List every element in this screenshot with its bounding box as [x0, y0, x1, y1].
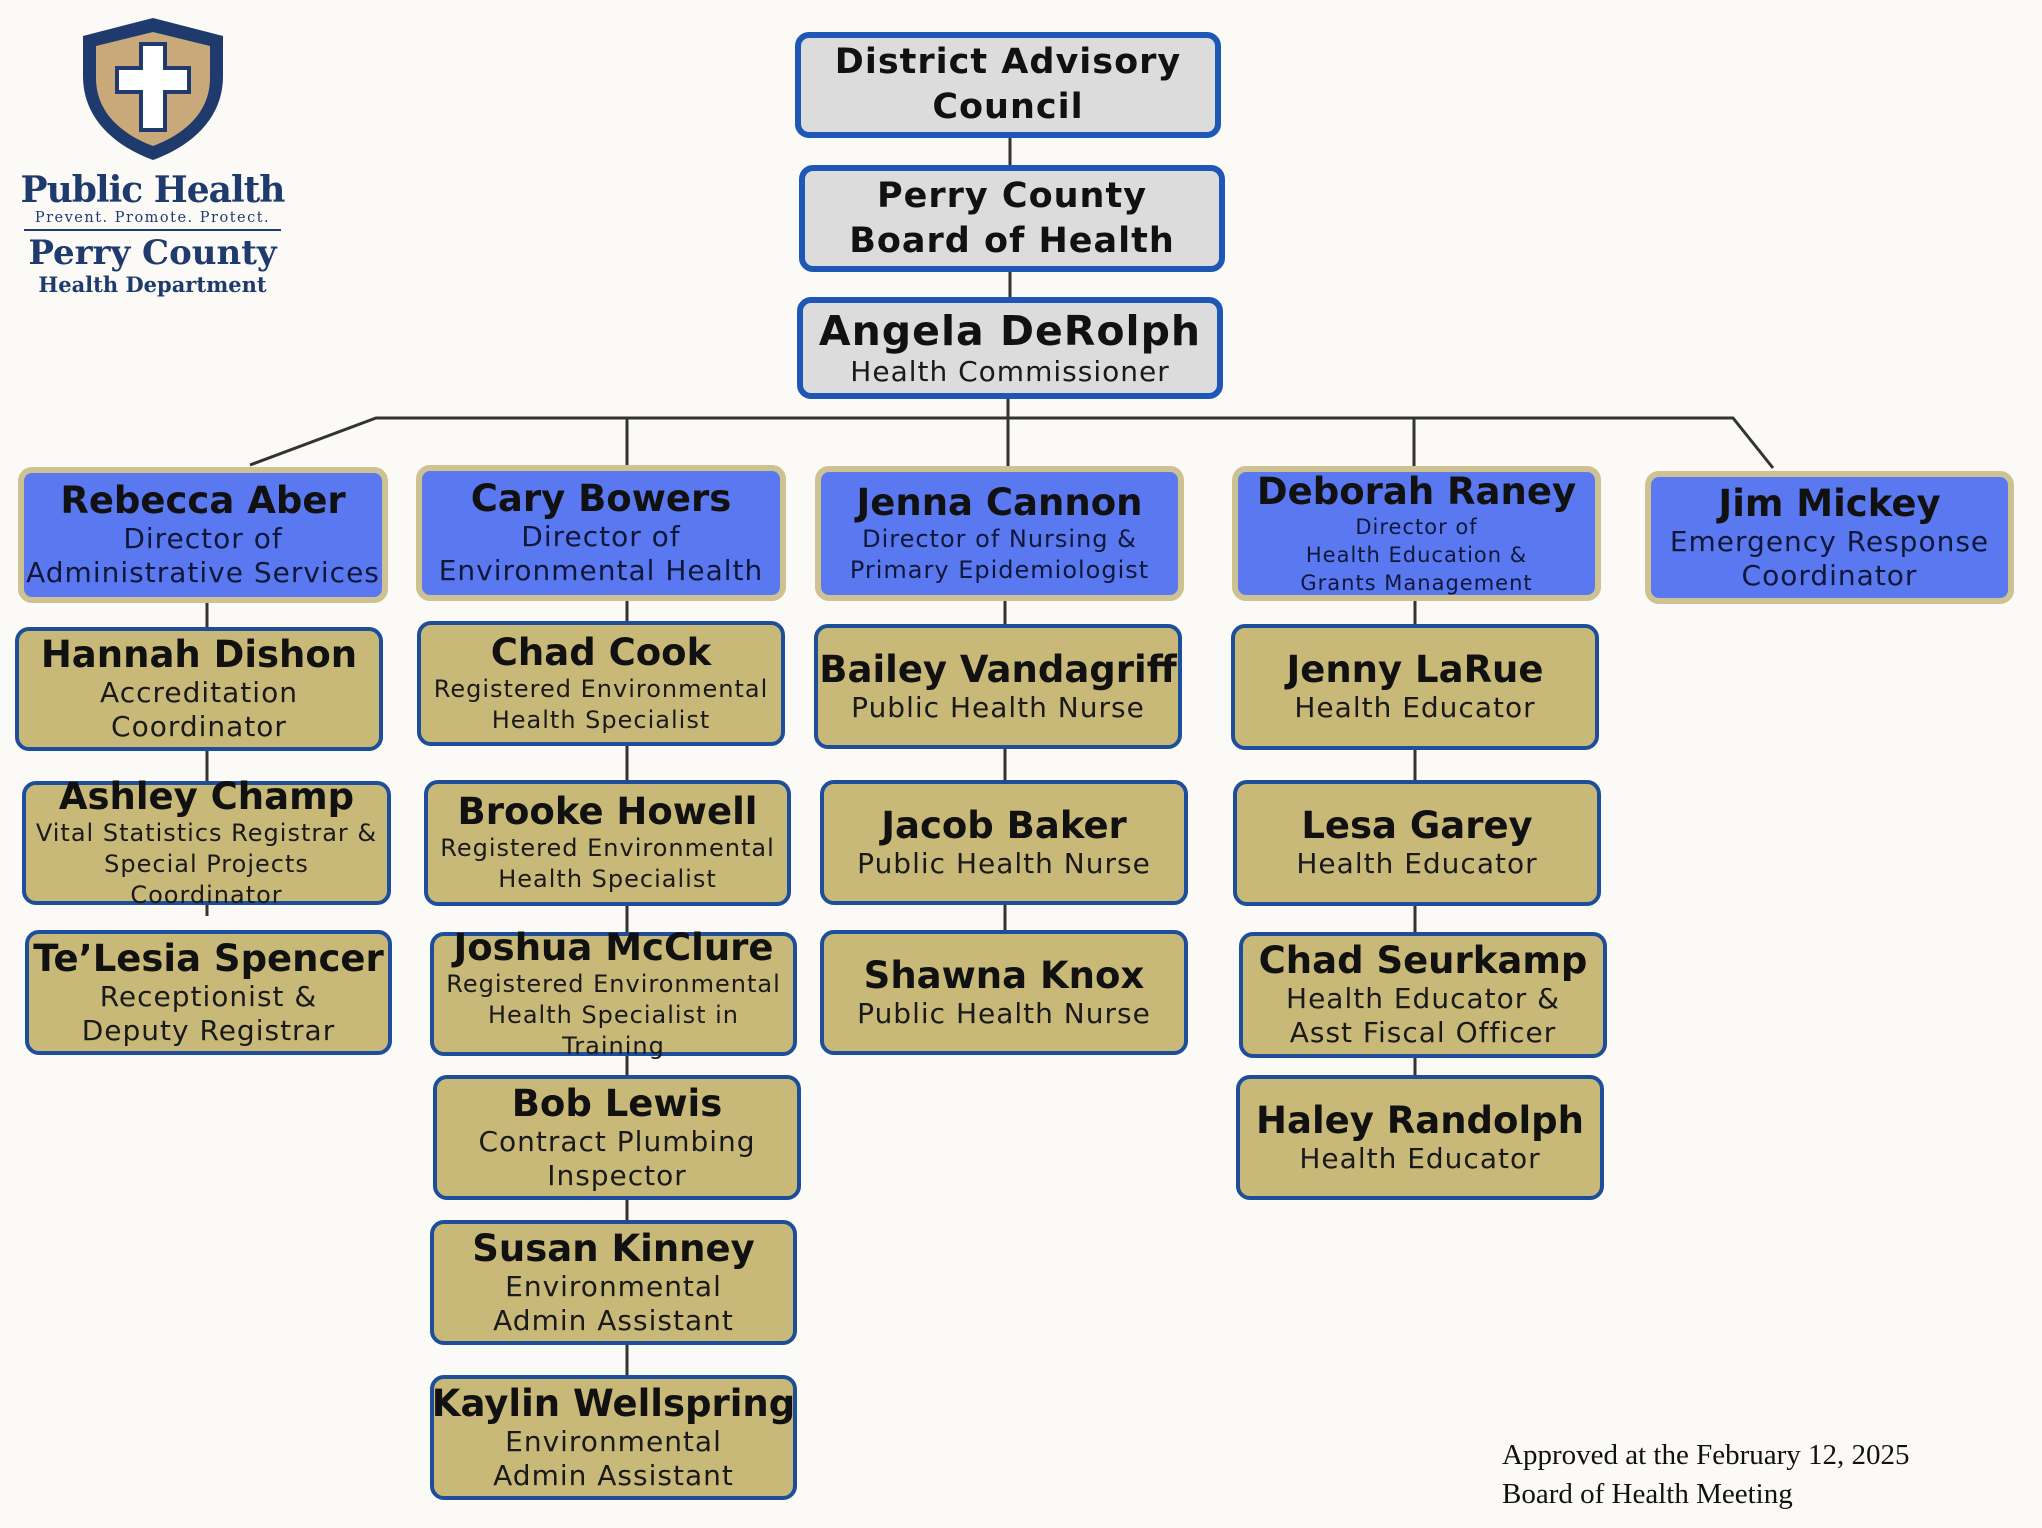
logo-department: Health Department [38, 272, 267, 297]
staff-box: Ashley Champ Vital Statistics Registrar … [22, 775, 391, 909]
box-name: Te’Lesia Spencer [33, 936, 384, 980]
box-role: Receptionist & Deputy Registrar [81, 979, 336, 1047]
director-box: Jim Mickey Emergency Response Coordinato… [1645, 471, 2014, 604]
box-name: Jenny LaRue [1286, 648, 1544, 691]
staff-box: Te’Lesia Spencer Receptionist & Deputy R… [25, 930, 392, 1055]
box-role: Director of Nursing & Primary Epidemiolo… [849, 524, 1150, 584]
health-commissioner-box: Angela DeRolph Health Commissioner [797, 297, 1223, 399]
box-role: Registered Environmental Health Speciali… [433, 674, 769, 734]
box-name: Joshua McClure [453, 925, 774, 969]
staff-box: Shawna Knox Public Health Nurse [820, 930, 1188, 1055]
staff-box: Joshua McClure Registered Environmental … [430, 926, 797, 1060]
staff-box: Bailey Vandagriff Public Health Nurse [814, 624, 1182, 749]
staff-box: Hannah Dishon Accreditation Coordinator [15, 627, 383, 751]
box-role: Health Educator [1299, 1141, 1541, 1175]
box-name: Susan Kinney [472, 1226, 755, 1270]
box-name: District Advisory Council [834, 42, 1182, 127]
box-name: Shawna Knox [863, 953, 1145, 997]
box-role: Registered Environmental Health Speciali… [446, 969, 781, 1060]
box-role: Vital Statistics Registrar & Special Pro… [35, 818, 378, 909]
box-role: Health Educator & Asst Fiscal Officer [1286, 982, 1560, 1049]
box-name: Jacob Baker [881, 803, 1127, 847]
shield-cross-icon [82, 18, 223, 160]
district-advisory-council-box: District Advisory Council [795, 32, 1221, 138]
staff-box: Chad Seurkamp Health Educator & Asst Fis… [1239, 932, 1607, 1058]
box-role: Health Educator [1296, 847, 1538, 880]
box-role: Public Health Nurse [857, 996, 1151, 1030]
box-role: Contract Plumbing Inspector [478, 1124, 756, 1192]
box-role: Public Health Nurse [851, 690, 1145, 724]
logo-title: Public Health [20, 169, 286, 211]
director-box: Deborah Raney Director of Health Educati… [1232, 466, 1601, 601]
director-box: Rebecca Aber Director of Administrative … [18, 467, 388, 603]
box-name: Jim Mickey [1718, 481, 1941, 525]
box-name: Kaylin Wellspring [431, 1381, 796, 1425]
box-name: Perry County Board of Health [849, 175, 1175, 261]
box-name: Bailey Vandagriff [819, 647, 1177, 691]
box-name: Chad Cook [490, 630, 712, 674]
approval-note: Approved at the February 12, 2025 Board … [1502, 1439, 1910, 1510]
box-name: Angela DeRolph [818, 307, 1202, 355]
box-name: Cary Bowers [470, 477, 732, 520]
box-name: Ashley Champ [58, 774, 355, 818]
staff-box: Kaylin Wellspring Environmental Admin As… [430, 1375, 797, 1500]
box-role: Emergency Response Coordinator [1669, 524, 1990, 592]
box-name: Jenna Cannon [856, 480, 1143, 524]
staff-box: Brooke Howell Registered Environmental H… [424, 780, 791, 906]
box-name: Lesa Garey [1301, 804, 1533, 847]
box-name: Haley Randolph [1256, 1098, 1584, 1142]
staff-box: Jacob Baker Public Health Nurse [820, 780, 1188, 905]
box-role: Public Health Nurse [857, 846, 1151, 880]
staff-box: Chad Cook Registered Environmental Healt… [417, 621, 785, 746]
box-role: Accreditation Coordinator [100, 676, 298, 743]
staff-box: Haley Randolph Health Educator [1236, 1075, 1604, 1200]
box-role: Environmental Admin Assistant [493, 1424, 734, 1492]
box-role: Director of Environmental Health [438, 520, 764, 587]
box-name: Chad Seurkamp [1258, 939, 1588, 982]
staff-box: Jenny LaRue Health Educator [1231, 624, 1599, 750]
logo-tagline: Prevent. Promote. Protect. [24, 210, 281, 231]
organization-logo: Public Health Prevent. Promote. Protect.… [20, 14, 285, 314]
staff-box: Bob Lewis Contract Plumbing Inspector [433, 1075, 801, 1200]
director-box: Jenna Cannon Director of Nursing & Prima… [815, 466, 1184, 601]
box-role: Director of Health Education & Grants Ma… [1300, 514, 1533, 595]
box-name: Hannah Dishon [40, 633, 358, 676]
box-name: Deborah Raney [1256, 469, 1577, 513]
logo-county: Perry County [28, 233, 277, 273]
box-role: Environmental Admin Assistant [493, 1269, 734, 1337]
staff-box: Susan Kinney Environmental Admin Assista… [430, 1220, 797, 1345]
box-name: Rebecca Aber [60, 479, 346, 522]
staff-box: Lesa Garey Health Educator [1233, 780, 1601, 906]
box-name: Bob Lewis [511, 1081, 723, 1125]
box-role: Director of Administrative Services [26, 522, 380, 589]
box-role: Health Commissioner [850, 355, 1170, 388]
box-role: Registered Environmental Health Speciali… [440, 834, 775, 893]
box-role: Health Educator [1294, 691, 1536, 724]
board-of-health-box: Perry County Board of Health [799, 165, 1225, 272]
director-box: Cary Bowers Director of Environmental He… [416, 465, 786, 601]
box-name: Brooke Howell [457, 790, 758, 833]
